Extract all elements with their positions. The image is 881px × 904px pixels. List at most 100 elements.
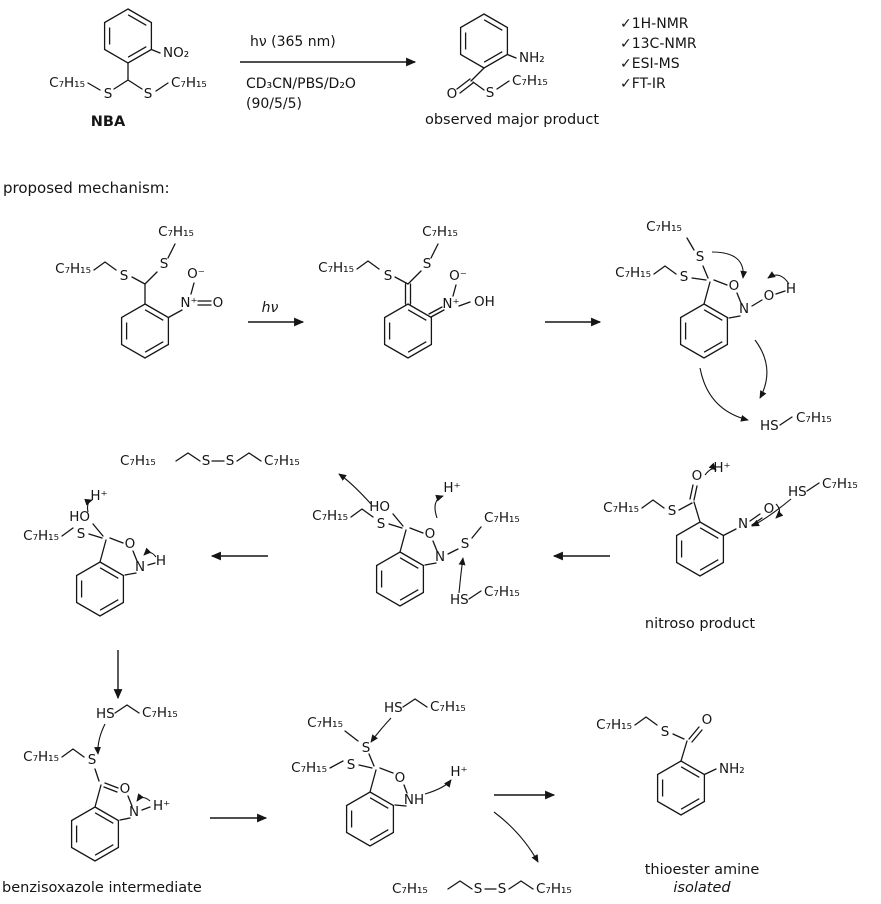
curved-arrow — [704, 462, 717, 476]
disulfide-byproduct-top: C₇H₁₅ S S C₇H₁₅ — [120, 452, 300, 469]
photolysis-arrow-group: hν — [248, 300, 305, 327]
aci-nitro-intermediate: C₇H₁₅ S C₇H₁₅ S N⁺ O⁻ OH — [318, 224, 495, 359]
c7h15-label: C₇H₁₅ — [307, 715, 343, 731]
n-plus-label: N⁺ — [180, 295, 197, 311]
step1-nitro-compound: C₇H₁₅ S C₇H₁₅ S N⁺ O⁻ O — [55, 224, 224, 359]
o-label: O — [692, 468, 703, 484]
bonds — [468, 590, 482, 600]
bonds — [634, 716, 717, 776]
bonds — [447, 880, 534, 890]
c7h15-label: C₇H₁₅ — [615, 265, 651, 281]
hs-label: HS — [788, 484, 807, 500]
benzene-ring — [656, 760, 706, 816]
c7h15-label: C₇H₁₅ — [822, 476, 858, 492]
o-label: O — [425, 526, 436, 542]
reactant-name: NBA — [91, 114, 126, 130]
benzene-ring — [75, 561, 125, 617]
h-label: H — [156, 553, 166, 569]
c7h15-label: C₇H₁₅ — [796, 410, 832, 426]
hs-label: HS — [96, 706, 115, 722]
bonds — [61, 748, 151, 821]
c7h15-label: C₇H₁₅ — [49, 75, 85, 91]
s-label: S — [144, 86, 153, 102]
c7h15-label: C₇H₁₅ — [291, 760, 327, 776]
benzisoxazole-caption: benzisoxazole intermediate — [2, 880, 202, 896]
c7h15-label: C₇H₁₅ — [158, 224, 194, 240]
product-caption: observed major product — [425, 112, 599, 128]
nh2-label: NH₂ — [519, 50, 545, 66]
c7h15-label: C₇H₁₅ — [596, 717, 632, 733]
top-reaction-scheme: NO₂ S S C₇H₁₅ C₇H₁₅ NBA hν (365 nm) CD₃C… — [49, 8, 697, 130]
c7h15-label: C₇H₁₅ — [120, 453, 156, 469]
curved-arrow — [370, 717, 392, 743]
c7h15-label: C₇H₁₅ — [392, 881, 428, 897]
condition-solvent: CD₃CN/PBS/D₂O — [246, 76, 356, 92]
n-label: N — [129, 804, 139, 820]
thioester-caption: thioester amine — [645, 862, 760, 878]
curved-arrow — [458, 557, 466, 594]
s-label: S — [104, 86, 113, 102]
s-label: S — [696, 249, 705, 265]
benzene-ring — [103, 8, 153, 64]
n-label: N — [135, 559, 145, 575]
benzene-ring — [120, 303, 170, 359]
benzene-ring — [70, 806, 120, 862]
benzene-ring — [459, 13, 509, 69]
bonds — [329, 730, 408, 807]
benzene-ring — [375, 551, 425, 607]
o-label: O — [125, 536, 136, 552]
c7h15-label: C₇H₁₅ — [318, 260, 354, 276]
bonds — [402, 698, 428, 708]
mechanism-heading: proposed mechanism: — [3, 179, 170, 197]
curved-arrow — [136, 793, 151, 802]
h-label: H — [786, 281, 796, 297]
ho-label: HO — [69, 509, 90, 525]
nba-structure: NO₂ S S C₇H₁₅ C₇H₁₅ NBA — [49, 8, 207, 130]
hv-label: hν — [262, 300, 279, 316]
ho-label: HO — [369, 499, 390, 515]
nh2-label: NH₂ — [719, 761, 745, 777]
curved-arrow — [493, 811, 539, 863]
s-label: S — [668, 503, 677, 519]
h-plus-label: H⁺ — [450, 764, 467, 780]
c7h15-label: C₇H₁₅ — [23, 749, 59, 765]
arrow-to-product-group — [493, 790, 556, 863]
h-plus-label: H⁺ — [90, 488, 107, 504]
o-label: O — [120, 781, 131, 797]
c7h15-label: C₇H₁₅ — [536, 881, 572, 897]
check-item: ✓13C-NMR — [620, 36, 697, 52]
bonds — [350, 508, 482, 566]
bonds — [114, 704, 140, 714]
h-plus-label: H⁺ — [713, 460, 730, 476]
s-label: S — [347, 757, 356, 773]
s-label: S — [384, 268, 393, 284]
s-label: S — [423, 256, 432, 272]
no2-label: NO₂ — [163, 45, 189, 61]
s-label: S — [77, 526, 86, 542]
curved-arrow — [751, 498, 792, 527]
isolated-caption: isolated — [673, 880, 731, 896]
curved-arrow — [338, 473, 372, 505]
o-minus-label: O⁻ — [449, 268, 467, 284]
c7h15-label: C₇H₁₅ — [422, 224, 458, 240]
n-plus-label: N⁺ — [442, 296, 459, 312]
mechanism-row-1: C₇H₁₅ S C₇H₁₅ S N⁺ O⁻ O hν C₇H₁₅ S C₇H₁₅… — [55, 219, 832, 434]
c7h15-label: C₇H₁₅ — [512, 73, 548, 89]
benzene-ring — [345, 791, 395, 847]
o-label: O — [729, 278, 740, 294]
benzene-ring — [679, 303, 729, 359]
h-plus-label: H⁺ — [443, 480, 460, 496]
o-label: O — [447, 86, 458, 102]
n-label: N — [739, 301, 749, 317]
n-label: N — [738, 516, 748, 532]
tetrahedral-intermediate: C₇H₁₅ HS C₇H₁₅ S S C₇H₁₅ O NH H⁺ — [291, 698, 468, 847]
bonds — [93, 243, 212, 319]
disulfide-byproduct-bottom: C₇H₁₅ S S C₇H₁₅ — [392, 880, 572, 897]
o-label: O — [213, 295, 224, 311]
check-item: ✓FT-IR — [620, 76, 666, 92]
curved-arrow — [94, 723, 106, 755]
bonds — [356, 243, 471, 318]
o-minus-label: O⁻ — [187, 266, 205, 282]
bonds — [653, 237, 786, 319]
